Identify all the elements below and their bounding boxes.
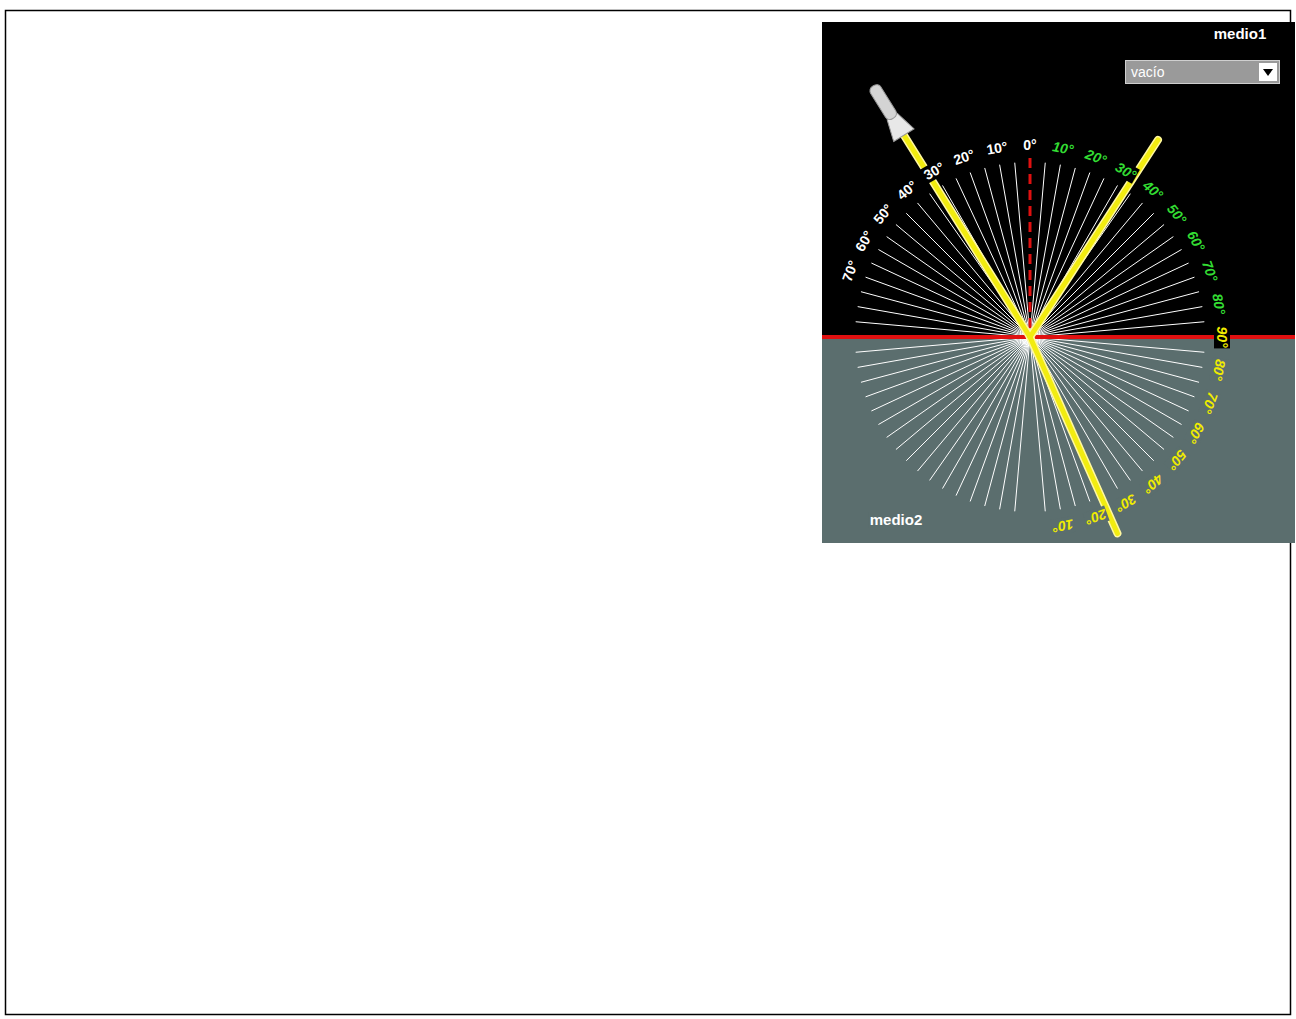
light-beam: [904, 135, 1030, 337]
angle-label: 60°: [851, 227, 876, 255]
dropdown-arrow: [1259, 63, 1277, 81]
angle-spoke: [858, 337, 1030, 367]
angle-spoke: [856, 322, 1030, 337]
angle-spoke: [1030, 277, 1194, 337]
angle-label: 40°: [893, 176, 921, 203]
angle-spoke: [1030, 337, 1199, 382]
angle-spoke: [896, 337, 1030, 449]
angle-spoke: [1030, 337, 1142, 471]
light-beam: [1030, 337, 1117, 533]
medium-name: medio1: [1213, 26, 1268, 42]
frame-border: [6, 11, 1291, 1015]
angle-spoke: [1030, 237, 1173, 337]
angle-label: 20°: [1082, 145, 1109, 168]
beam-glow: [1030, 140, 1158, 337]
angle-spoke: [871, 337, 1030, 411]
angle-spoke: [956, 337, 1030, 496]
angle-label: 40°: [1139, 176, 1167, 203]
medium-name: medio2: [869, 512, 924, 528]
angle-label: 10°: [984, 138, 1010, 158]
angle-spoke: [985, 168, 1030, 337]
angle-spoke: [1030, 225, 1164, 337]
angle-spoke: [1030, 307, 1202, 337]
angle-spoke: [866, 337, 1030, 397]
angle-label: 10°: [1051, 138, 1077, 158]
angle-spoke: [1015, 337, 1030, 511]
angle-label: 60°: [1184, 227, 1209, 255]
light-beam: [1030, 140, 1158, 337]
angle-label: 80°: [1209, 291, 1229, 317]
dropdown-value: vacío: [1131, 64, 1164, 80]
angle-spoke: [1030, 168, 1075, 337]
normal-line: [1029, 142, 1032, 332]
angle-spoke: [985, 337, 1030, 506]
angle-label: 0°: [1022, 137, 1037, 153]
flashlight-body: [863, 80, 914, 142]
medium-dropdown: vacío: [1125, 60, 1280, 84]
angle-label: 90°: [1214, 325, 1230, 348]
angle-label: 70°: [1199, 258, 1222, 285]
angle-label: 20°: [951, 145, 978, 168]
refraction-scene: [822, 22, 1295, 543]
angle-spoke: [1030, 322, 1204, 337]
medium2-ground: [822, 337, 1295, 543]
beam-glow: [904, 135, 1030, 337]
angle-label: 50°: [869, 200, 896, 228]
flashlight: [863, 80, 914, 142]
light-beams: [904, 135, 1158, 533]
flashlight-handle: [868, 83, 898, 122]
dropdown-button: [1259, 63, 1277, 81]
angle-spoke: [856, 337, 1030, 352]
angle-spoke: [943, 337, 1031, 489]
simulation-panel: medio10°10°20°30°40°50°60°70°10°20°30°40…: [822, 22, 1295, 543]
beam-glow: [1030, 337, 1117, 533]
angle-spoke: [1030, 337, 1204, 352]
angle-spoke: [887, 337, 1030, 437]
angle-spoke: [861, 337, 1030, 382]
angle-label: 70°: [838, 258, 861, 285]
dropdown-arrow-shape: [1263, 69, 1273, 76]
angle-label: 50°: [1164, 200, 1191, 228]
